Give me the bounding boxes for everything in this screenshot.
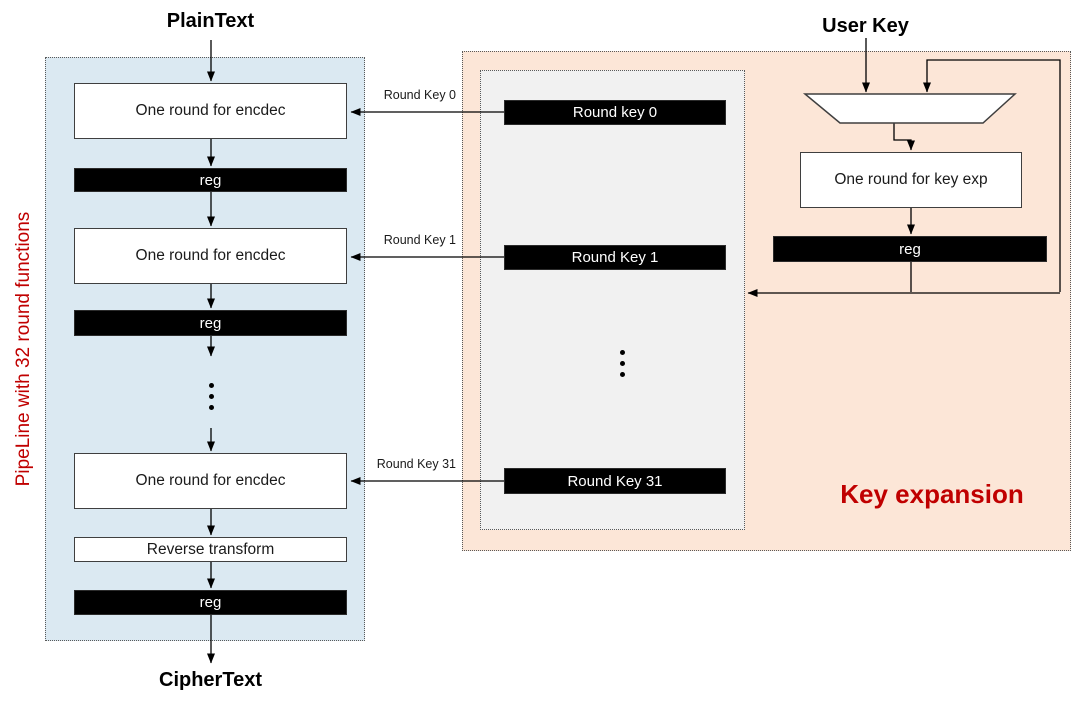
reverse-transform-box: Reverse transform [74,537,347,562]
round3-box: One round for encdec [74,453,347,509]
round-key-0-arrow-label: Round Key 0 [383,88,456,102]
user-key-title: User Key [822,15,909,37]
reg3-bar: reg [74,590,347,615]
key-expansion-title: Key expansion [840,479,1024,509]
reg2-bar: reg [74,310,347,336]
round-key-1-bar: Round Key 1 [504,245,726,270]
pipeline-side-label: PipeLine with 32 round functions [13,211,34,487]
reg1-bar: reg [74,168,347,192]
plaintext-title: PlainText [166,10,255,32]
round-keys-region [480,70,745,530]
round-key-31-arrow-label: Round Key 31 [376,457,456,471]
round-key-0-bar: Round key 0 [504,100,726,125]
key-exp-reg-bar: reg [773,236,1047,262]
round-keys-vertical-ellipsis-icon [614,350,630,377]
key-exp-round-box: One round for key exp [800,152,1022,208]
pipeline-vertical-ellipsis-icon [203,383,219,410]
ciphertext-title: CipherText [159,669,262,691]
round-key-31-bar: Round Key 31 [504,468,726,494]
round2-box: One round for encdec [74,228,347,284]
round1-box: One round for encdec [74,83,347,139]
round-key-1-arrow-label: Round Key 1 [383,233,456,247]
